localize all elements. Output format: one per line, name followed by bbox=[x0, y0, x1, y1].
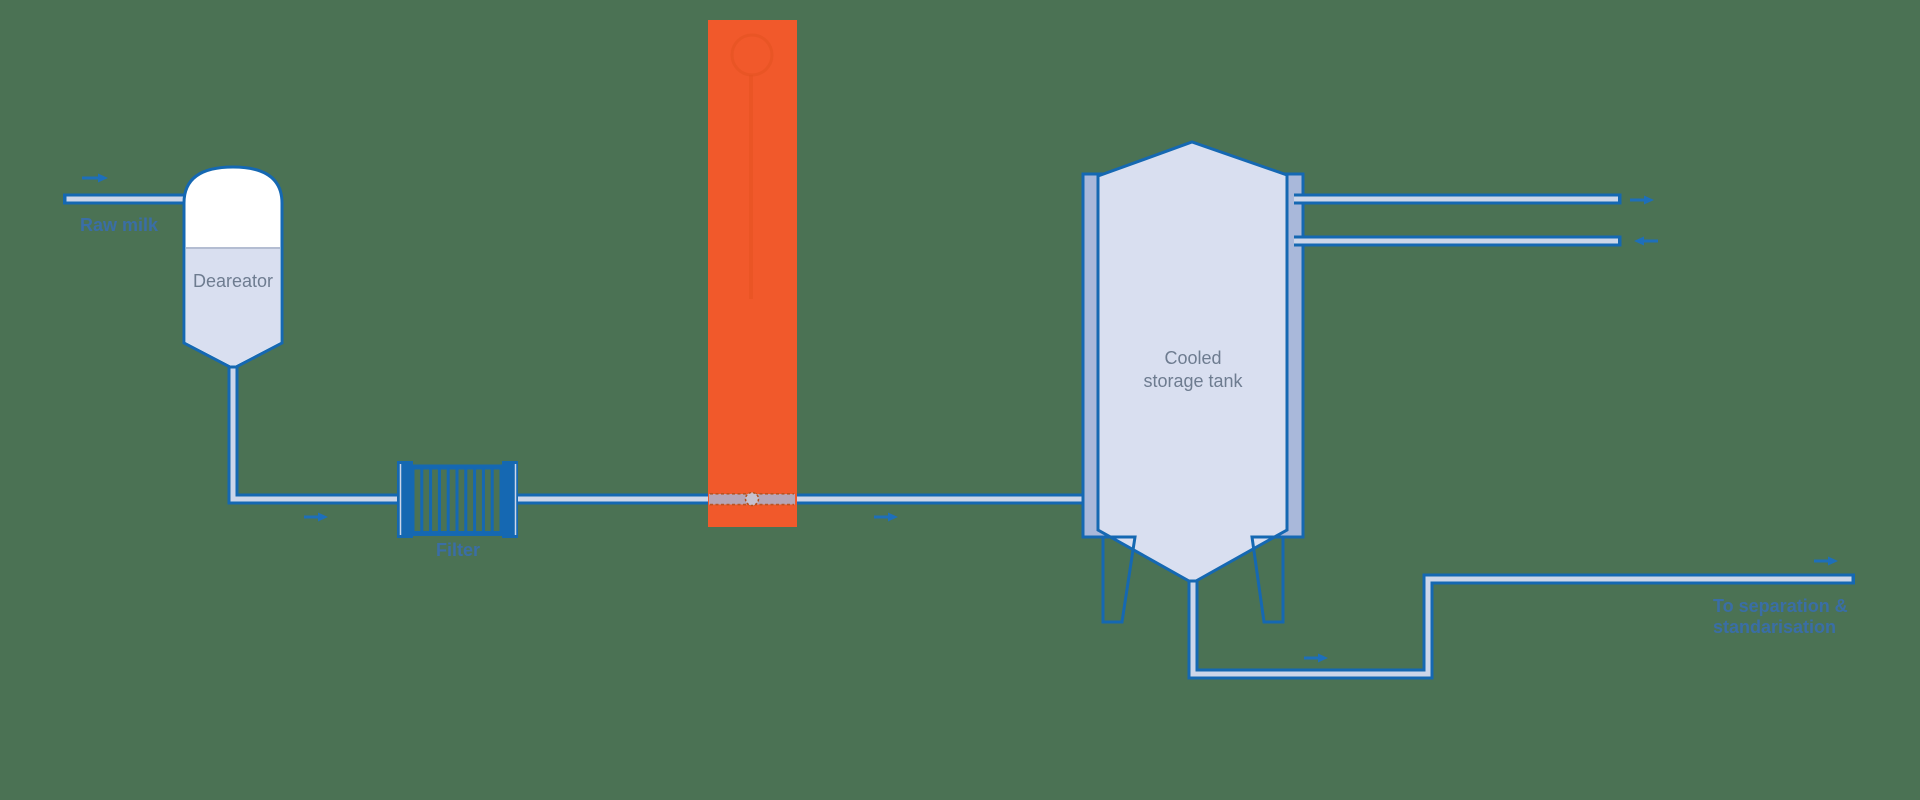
deareator-liquid bbox=[186, 248, 280, 366]
svg-text:Cooled: Cooled bbox=[1164, 348, 1221, 368]
svg-text:storage tank: storage tank bbox=[1143, 371, 1243, 391]
flow-arrow-cooling-out-icon bbox=[1630, 195, 1654, 205]
svg-text:To separation &: To separation & bbox=[1713, 596, 1848, 616]
ghost-pipe-section bbox=[709, 491, 795, 507]
highlight-bar bbox=[708, 20, 797, 527]
ghost-valve-icon bbox=[730, 33, 774, 77]
raw-milk-label: Raw milk bbox=[80, 215, 159, 235]
filter-ribs bbox=[411, 468, 503, 532]
flow-arrow-deareator-to-filter-icon bbox=[304, 512, 328, 522]
flow-arrow-cooling-in-icon bbox=[1634, 236, 1658, 246]
flow-arrow-to-storage-tank-icon bbox=[874, 512, 898, 522]
tank-leg-right bbox=[1250, 535, 1285, 624]
filter-label: Filter bbox=[436, 540, 480, 560]
svg-text:standarisation: standarisation bbox=[1713, 617, 1836, 637]
deareator-label: Deareator bbox=[193, 271, 273, 291]
filter-unit bbox=[397, 461, 518, 538]
cooled-storage-tank-label: Cooled storage tank bbox=[1143, 348, 1243, 391]
cooled-storage-tank bbox=[1081, 140, 1305, 624]
tank-leg-left bbox=[1101, 535, 1137, 624]
pipe-deareator-to-filter bbox=[227, 358, 400, 505]
flow-arrow-raw-milk-icon bbox=[82, 173, 108, 183]
filter-end-cap-right bbox=[502, 461, 518, 538]
flow-arrow-to-separation-icon bbox=[1814, 556, 1838, 566]
deareator-vessel bbox=[182, 165, 284, 369]
to-separation-label: To separation & standarisation bbox=[1713, 596, 1848, 637]
flow-arrow-tank-outlet-icon bbox=[1304, 653, 1328, 663]
filter-end-cap-left bbox=[397, 461, 413, 538]
pipe-tank-outlet bbox=[1187, 570, 1855, 680]
